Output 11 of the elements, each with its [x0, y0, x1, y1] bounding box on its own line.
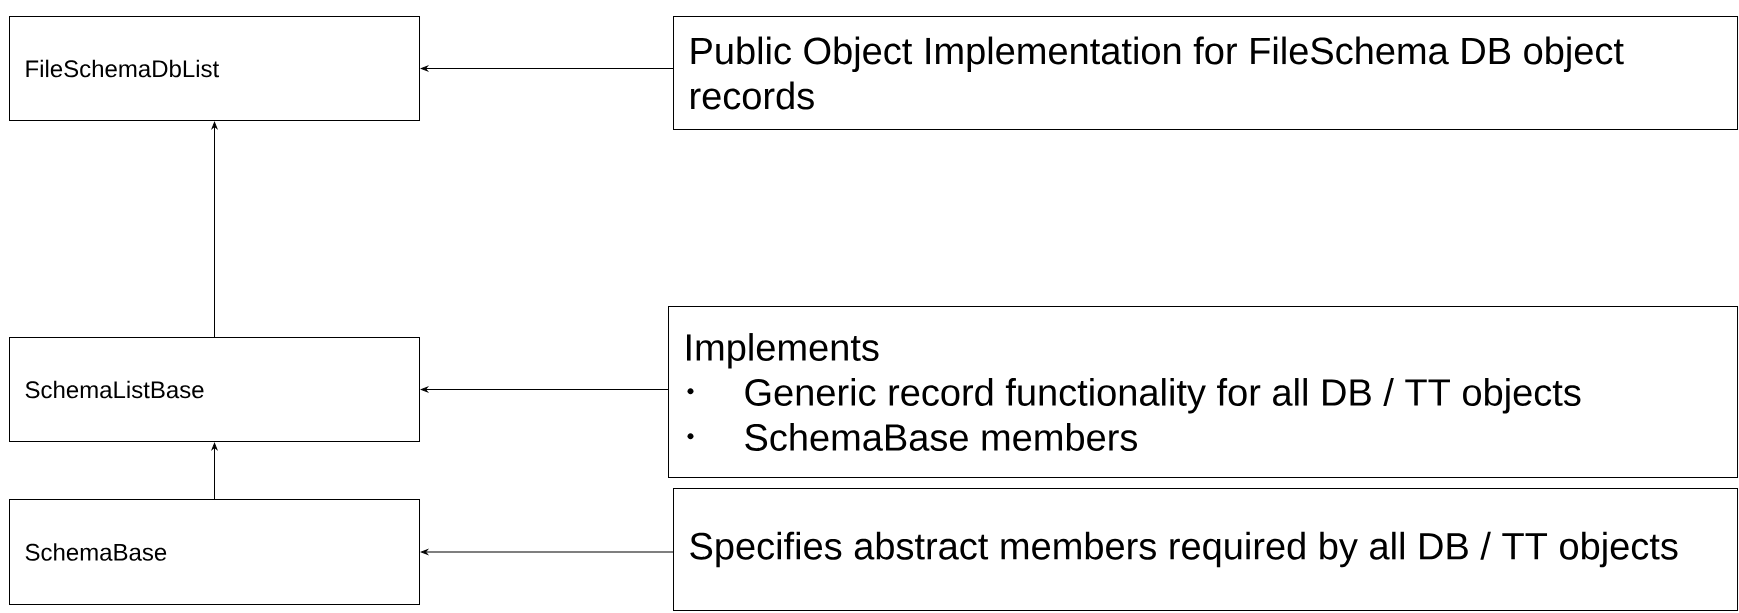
description-box: Public Object Implementation for FileSchema DB object records — [673, 16, 1738, 130]
arrow — [211, 442, 218, 500]
arrow — [420, 549, 674, 555]
arrow — [420, 65, 674, 72]
description-box: Specifies abstract members required by all DB / TT objects — [673, 488, 1738, 611]
arrow — [420, 386, 669, 393]
class-box: FileSchemaDbList — [9, 16, 420, 121]
description-box: Implements Generic record functionality for all DB / TT objects SchemaBase members — [668, 306, 1738, 478]
class-box: SchemaBase — [9, 499, 420, 605]
arrow — [211, 121, 218, 338]
class-box: SchemaListBase — [9, 337, 420, 442]
